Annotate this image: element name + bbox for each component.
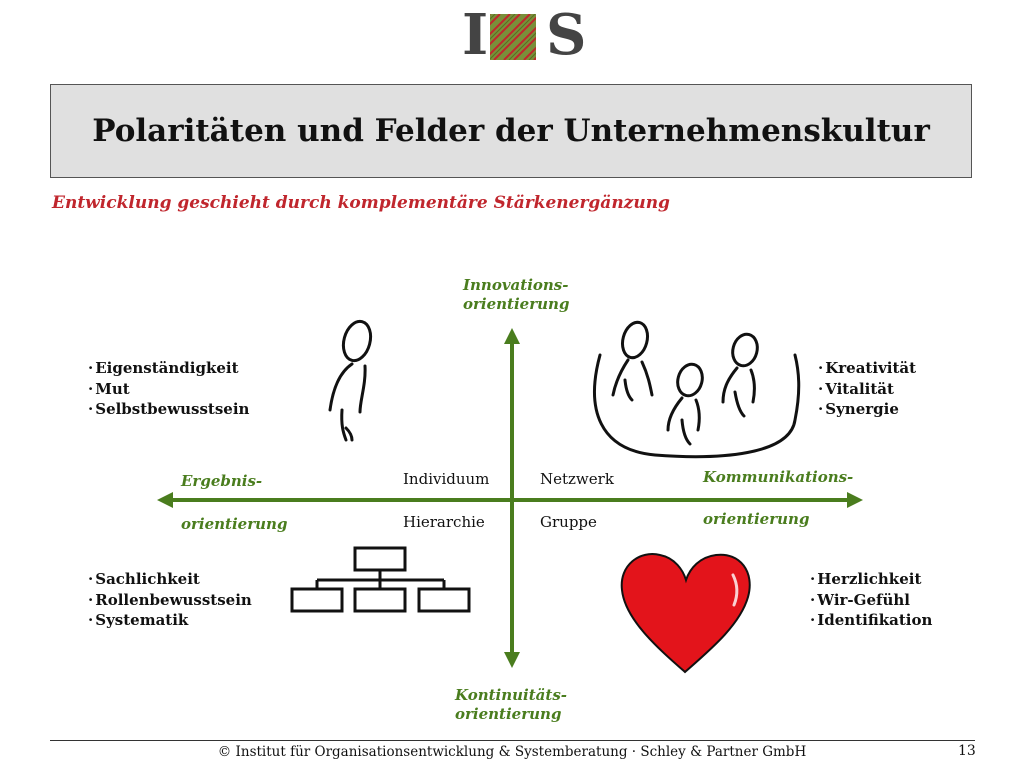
list-item: Selbstbewusstsein xyxy=(88,399,249,420)
list-item: Wir-Gefühl xyxy=(810,590,932,611)
page-number: 13 xyxy=(958,743,976,759)
bottom-axis-label-line2: orientierung xyxy=(455,705,562,723)
top-axis-label: Innovations- orientierung xyxy=(463,276,569,314)
right-axis-label-line1: Kommunikations- xyxy=(703,468,854,486)
subtitle: Entwicklung geschieht durch komplementär… xyxy=(52,193,670,213)
quadrant-word-hierarchie: Hierarchie xyxy=(403,513,485,531)
list-item: Herzlichkeit xyxy=(810,569,932,590)
heart-icon xyxy=(620,553,751,674)
single-person-icon xyxy=(328,319,373,442)
list-item: Kreativität xyxy=(818,358,916,379)
footer-text: © Institut für Organisationsentwicklung … xyxy=(217,744,807,760)
title-box: Polaritäten und Felder der Unternehmensk… xyxy=(50,84,972,178)
list-item: Synergie xyxy=(818,399,916,420)
list-item: Sachlichkeit xyxy=(88,569,252,590)
bottom-axis-label-line1: Kontinuitäts- xyxy=(455,686,568,704)
list-item: Eigenständigkeit xyxy=(88,358,249,379)
quadrant-word-netzwerk: Netzwerk xyxy=(540,470,614,488)
top-axis-label-line1: Innovations- xyxy=(463,276,569,294)
logo-hatched-square xyxy=(490,14,536,60)
logo-letter-s: S xyxy=(546,2,587,68)
logo-letter-i: I xyxy=(462,2,489,68)
list-item: Identifikation xyxy=(810,610,932,631)
list-top-right: Kreativität Vitalität Synergie xyxy=(818,358,916,420)
group-of-people-icon xyxy=(593,320,801,459)
list-top-left: Eigenständigkeit Mut Selbstbewusstsein xyxy=(88,358,249,420)
list-item: Vitalität xyxy=(818,379,916,400)
list-item: Rollenbewusstsein xyxy=(88,590,252,611)
left-axis-label-line2: orientierung xyxy=(181,515,288,533)
quadrant-word-gruppe: Gruppe xyxy=(540,513,597,531)
footer-divider xyxy=(50,740,975,741)
bottom-axis-label: Kontinuitäts- orientierung xyxy=(455,686,567,724)
left-axis-label-line1: Ergebnis- xyxy=(181,472,263,490)
logo: I S xyxy=(460,6,590,64)
list-item: Mut xyxy=(88,379,249,400)
list-bottom-right: Herzlichkeit Wir-Gefühl Identifikation xyxy=(810,569,932,631)
quadrant-word-individuum: Individuum xyxy=(403,470,490,488)
top-axis-label-line2: orientierung xyxy=(463,295,570,313)
right-axis-label-line2: orientierung xyxy=(703,510,810,528)
list-item: Systematik xyxy=(88,610,252,631)
page-title: Polaritäten und Felder der Unternehmensk… xyxy=(92,113,930,149)
org-chart-icon xyxy=(290,546,471,613)
list-bottom-left: Sachlichkeit Rollenbewusstsein Systemati… xyxy=(88,569,252,631)
